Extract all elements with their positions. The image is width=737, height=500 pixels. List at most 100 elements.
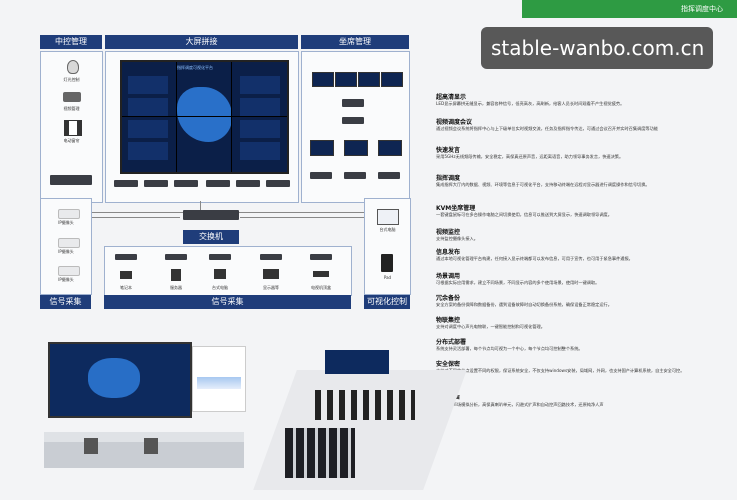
feature-title: 超高清显示 <box>436 94 467 101</box>
processor-2 <box>144 180 168 187</box>
feature-item: 信息发布 通过本地可视化管理平台构建，任何接入显示终端都可以发布信息，可用于宣传… <box>436 247 726 271</box>
processor-6 <box>266 180 290 187</box>
seat-host-2 <box>344 172 366 179</box>
seat-header: 坐席管理 <box>301 35 409 49</box>
switch-title: 交换机 <box>199 232 223 241</box>
seat-monitor-3 <box>358 72 380 87</box>
network-switch <box>183 210 239 220</box>
central-panel: 灯光控制 视频管理 电动窗帘 <box>40 51 103 203</box>
signal-bottom-item-4: 显示器等 <box>263 285 279 290</box>
feature-item: 指挥调度 集成指挥大厅内的数据、视频、环境等信息于可视化平台，支持移动终端在远程… <box>436 173 726 203</box>
render-chair-1 <box>84 438 98 454</box>
signal-device-3 <box>209 254 231 260</box>
feature-title: 物联集控 <box>436 317 461 324</box>
feature-item: 视频监控 支持监控摄像头接入。 <box>436 227 726 247</box>
signal-left-title: 信号采集 <box>49 297 82 306</box>
signal-bottom-panel: 笔记本 服务器 台式电脑 显示器等 电视机顶盒 <box>104 246 352 296</box>
display-icon <box>263 269 279 279</box>
feature-item: 分布式部署 系统支持灵活部署，每个节点均可视为一个中心，每个节点均可控制整个系统… <box>436 337 726 359</box>
curtain-icon <box>64 120 82 136</box>
tv-box-icon <box>313 271 329 277</box>
room-screen <box>325 350 389 374</box>
feature-item: 安全保密 支持对不同的节点设置不同的权限，保证系统安全，不仅支持windows安… <box>436 359 726 393</box>
signal-bottom-title: 信号采集 <box>211 297 244 306</box>
feature-body: 采用5GHz无线频段传输，安全稳定，高保真还原声音，远距离语音，助力领导事务发言… <box>436 154 624 159</box>
camera-icon <box>63 92 81 102</box>
feature-title: 冗余备份 <box>436 295 461 302</box>
feature-title: 快速发言 <box>436 147 461 154</box>
connector-switch-left <box>90 217 180 218</box>
room-3d-render <box>253 340 467 495</box>
room-desks <box>315 390 415 420</box>
brand-label: 指挥调度中心 <box>681 5 723 13</box>
tablet-icon <box>381 254 393 272</box>
processor-4 <box>206 180 230 187</box>
connector-switch-right <box>240 217 364 218</box>
feature-item: 冗余备份 安全方案的备份保障和数据备份，遇到设备故障时自动切换备份系统，确保设备… <box>436 293 726 315</box>
feature-list: 超高清显示 LED显示屏幕拼无缝显示，兼容各种信号，低亮高灰，高刷新，给客人员长… <box>436 92 726 425</box>
render-desk <box>44 432 244 442</box>
ip-camera-icon-2 <box>58 238 80 248</box>
render-chart <box>88 358 140 398</box>
feature-body: 通过视频会议系统将指挥中心与上下级单位实时视频交流，任务及指挥指令传达，可通过会… <box>436 126 658 131</box>
render-side-panel <box>192 346 246 412</box>
render-chair-2 <box>144 438 158 454</box>
central-item-video: 视频管理 <box>63 106 80 111</box>
grid-lines <box>122 62 287 172</box>
signal-left-item-3: IP摄像头 <box>58 277 74 282</box>
signal-bottom-item-5: 电视机顶盒 <box>311 285 331 290</box>
visual-desktop-monitor <box>377 209 399 225</box>
seat-title: 坐席管理 <box>339 37 371 46</box>
connector-mid <box>200 201 201 212</box>
feature-body: 通过本地可视化管理平台构建，任何接入显示终端都可以发布信息，可用于宣传，也可用于… <box>436 256 633 261</box>
seat-panel <box>301 51 410 203</box>
watermark: stable-wanbo.com.cn <box>481 27 713 69</box>
feature-title: 视频监控 <box>436 229 461 236</box>
central-item-curtain: 电动窗帘 <box>63 138 80 143</box>
feature-title: 纯净扩声 <box>436 393 726 402</box>
feature-item: 超高清显示 LED显示屏幕拼无缝显示，兼容各种信号，低亮高灰，高刷新，给客人员长… <box>436 92 726 117</box>
render-wave <box>197 377 241 389</box>
central-title: 中控管理 <box>55 37 87 46</box>
central-header: 中控管理 <box>40 35 102 49</box>
ip-camera-icon-3 <box>58 266 80 276</box>
feature-title: 分布式部署 <box>436 339 467 346</box>
feature-body: 安全方案的备份保障和数据备份，遇到设备故障时自动切换备份系统，确保设备正常稳定运… <box>436 302 612 307</box>
visual-item-2: Pad <box>383 275 392 280</box>
feature-body: LED显示屏幕拼无缝显示，兼容各种信号，低亮高灰，高刷新，给客人员长时间观看不产… <box>436 101 625 106</box>
brand-banner: 指挥调度中心 <box>522 0 737 18</box>
processor-5 <box>236 180 260 187</box>
server-icon <box>171 269 181 281</box>
ip-camera-icon-1 <box>58 209 80 219</box>
seat-host-3 <box>378 172 400 179</box>
seat-host-1 <box>310 172 332 179</box>
kvm-host <box>342 117 364 124</box>
signal-device-2 <box>165 254 187 260</box>
seat-monitor-7 <box>378 140 402 156</box>
feature-item: 物联集控 支持对调度中心声光电物联，一键智能控制和可视化管理。 <box>436 315 726 337</box>
big-screen-title: 大屏拼接 <box>185 37 218 46</box>
feature-title: 信息发布 <box>436 249 461 256</box>
signal-device-1 <box>115 254 137 260</box>
feature-title: 场景调用 <box>436 273 461 280</box>
feature-title: 指挥调度 <box>436 175 461 182</box>
feature-item: 视频调度会议 通过视频会议系统将指挥中心与上下级单位实时视频交流，任务及指挥指令… <box>436 117 726 145</box>
big-screen-panel: 指挥调度可视化平台 <box>105 51 299 203</box>
feature-item: KVM坐席管理 一套键盘鼠标可在多台操作电脑之间切换使用，信息可以推送到大屏显示… <box>436 203 726 227</box>
feature-body: 集成指挥大厅内的数据、视频、环境等信息于可视化平台，支持移动终端在远程对显示器进… <box>436 182 650 187</box>
feature-item: 场景调用 可根据实际应用需求，建立不同场景，不同显示内容的多个使用场景，使用时一… <box>436 271 726 293</box>
feature-title: 安全保密 <box>436 361 461 368</box>
seat-monitor-1 <box>312 72 334 87</box>
feature-body: 支持对调度中心声光电物联，一键智能控制和可视化管理。 <box>436 324 545 329</box>
room-racks <box>285 428 355 478</box>
signal-left-item-1: IP摄像头 <box>58 220 74 225</box>
signal-bottom-item-2: 服务器 <box>170 285 182 290</box>
feature-title: KVM坐席管理 <box>436 205 476 212</box>
big-screen-header: 大屏拼接 <box>105 35 298 49</box>
signal-bottom-item-1: 笔记本 <box>120 285 132 290</box>
control-room-render <box>44 338 246 468</box>
lightbulb-icon <box>67 60 79 74</box>
watermark-text: stable-wanbo.com.cn <box>491 36 705 60</box>
feature-body: 支持监控摄像头接入。 <box>436 236 478 241</box>
feature-body: 可根据实际应用需求，建立不同场景，不同显示内容的多个使用场景，使用时一键调取。 <box>436 280 600 285</box>
